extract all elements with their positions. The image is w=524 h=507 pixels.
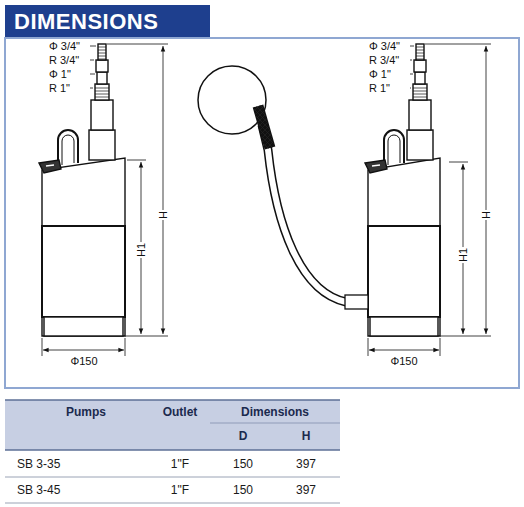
thread-size: Φ 3/4": [48, 40, 81, 53]
table-cell: 150: [232, 483, 254, 497]
table-header: H: [301, 429, 312, 443]
thread-size: Φ 3/4": [368, 40, 401, 53]
thread-size: R 3/4": [48, 54, 80, 67]
table-cell: 397: [295, 457, 317, 471]
table-cell: 150: [232, 457, 254, 471]
page-title: DIMENSIONS: [14, 9, 158, 35]
table-cell: 1"F: [170, 483, 190, 497]
table-header: D: [238, 429, 249, 443]
dimension-lines: [368, 44, 491, 356]
table-cell: SB 3-45: [16, 483, 61, 497]
dimension-label: Φ150: [389, 355, 418, 368]
table-cell: SB 3-35: [16, 457, 61, 471]
header-bar: [5, 5, 210, 38]
pump-drawing: [39, 44, 125, 336]
frame: [5, 38, 519, 388]
table-cell: 1"F: [170, 457, 190, 471]
thread-size: R 1": [48, 82, 71, 95]
dimension-lines: [42, 44, 168, 356]
pump-drawing: [365, 44, 440, 336]
table-header: Dimensions: [240, 405, 310, 419]
thread-size: Φ 1": [368, 68, 392, 81]
float-switch: [198, 66, 368, 309]
table-grid: [5, 400, 340, 503]
table-cell: 397: [295, 483, 317, 497]
dimension-label: H: [157, 210, 170, 220]
dimension-label: H1: [135, 242, 148, 258]
table-header: Outlet: [162, 405, 199, 419]
dimension-label: H: [480, 210, 493, 220]
table-header: Pumps: [65, 405, 107, 419]
dimension-label: H1: [457, 247, 470, 263]
thread-size: R 1": [368, 82, 391, 95]
thread-size: R 3/4": [368, 54, 400, 67]
dimension-label: Φ150: [69, 355, 98, 368]
thread-size: Φ 1": [48, 68, 72, 81]
